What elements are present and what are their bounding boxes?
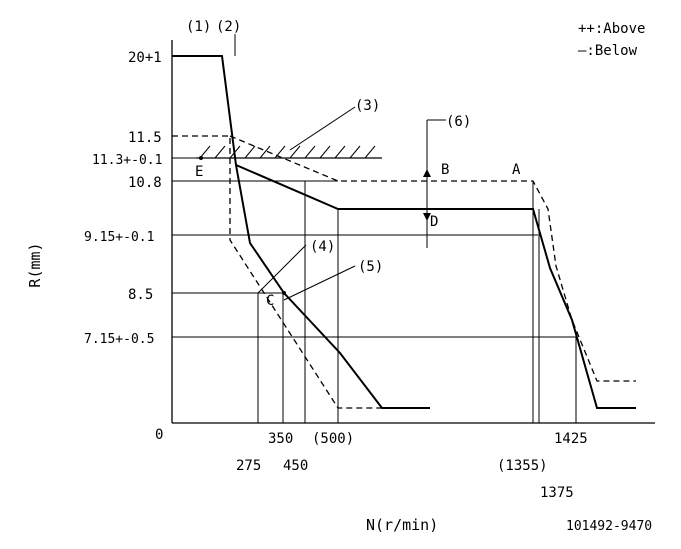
y-tick-8-5: 8.5: [128, 287, 153, 303]
y-tick-9-15: 9.15+-0.1: [84, 230, 154, 245]
annotation-B: B: [441, 162, 449, 178]
y-axis-title: R(mm): [26, 242, 44, 287]
x-tick-500: (500): [312, 431, 354, 447]
y-tick-20: 20+1: [128, 50, 162, 66]
x-axis-title: N(r/min): [366, 516, 438, 534]
point-E: [199, 156, 203, 160]
leader-3: [289, 106, 356, 151]
annotation-A: A: [512, 162, 521, 178]
y-tick-7-15: 7.15+-0.5: [84, 332, 154, 347]
leader-5: [283, 265, 356, 301]
leader-4: [257, 244, 307, 294]
arrow-6-up: [423, 169, 431, 177]
x-tick-1425: 1425: [554, 431, 588, 447]
annotation-5: (5): [358, 259, 383, 275]
x-tick-1375: 1375: [540, 485, 574, 501]
point-C: [282, 291, 286, 295]
series-below-line: [172, 55, 430, 409]
y-tick-10-8: 10.8: [128, 175, 162, 191]
y-tick-11-3: 11.3+-0.1: [92, 153, 162, 168]
legend-below: —:Below: [578, 43, 638, 59]
annotation-E: E: [195, 164, 203, 180]
annotation-1: (1): [186, 19, 211, 35]
annotation-C: C: [266, 293, 274, 309]
annotation-D: D: [430, 214, 438, 230]
figure-id: 101492-9470: [566, 519, 652, 534]
x-tick-0: 0: [155, 427, 163, 443]
x-tick-450: 450: [283, 458, 308, 474]
series-above-line: [172, 135, 382, 409]
series-below-upper: [235, 164, 636, 409]
annotation-6: (6): [446, 114, 471, 130]
stopper-hatch: [196, 145, 382, 159]
x-tick-350: 350: [268, 431, 293, 447]
y-tick-11-5: 11.5: [128, 130, 162, 146]
annotation-4: (4): [310, 239, 335, 255]
annotation-2: (2): [216, 19, 241, 35]
x-tick-275: 275: [236, 458, 261, 474]
legend-above: ++:Above: [578, 21, 645, 37]
arrow-6-down: [423, 213, 431, 221]
series-above-upper: [229, 135, 636, 382]
x-tick-1355: (1355): [497, 458, 548, 474]
annotation-3: (3): [355, 98, 380, 114]
